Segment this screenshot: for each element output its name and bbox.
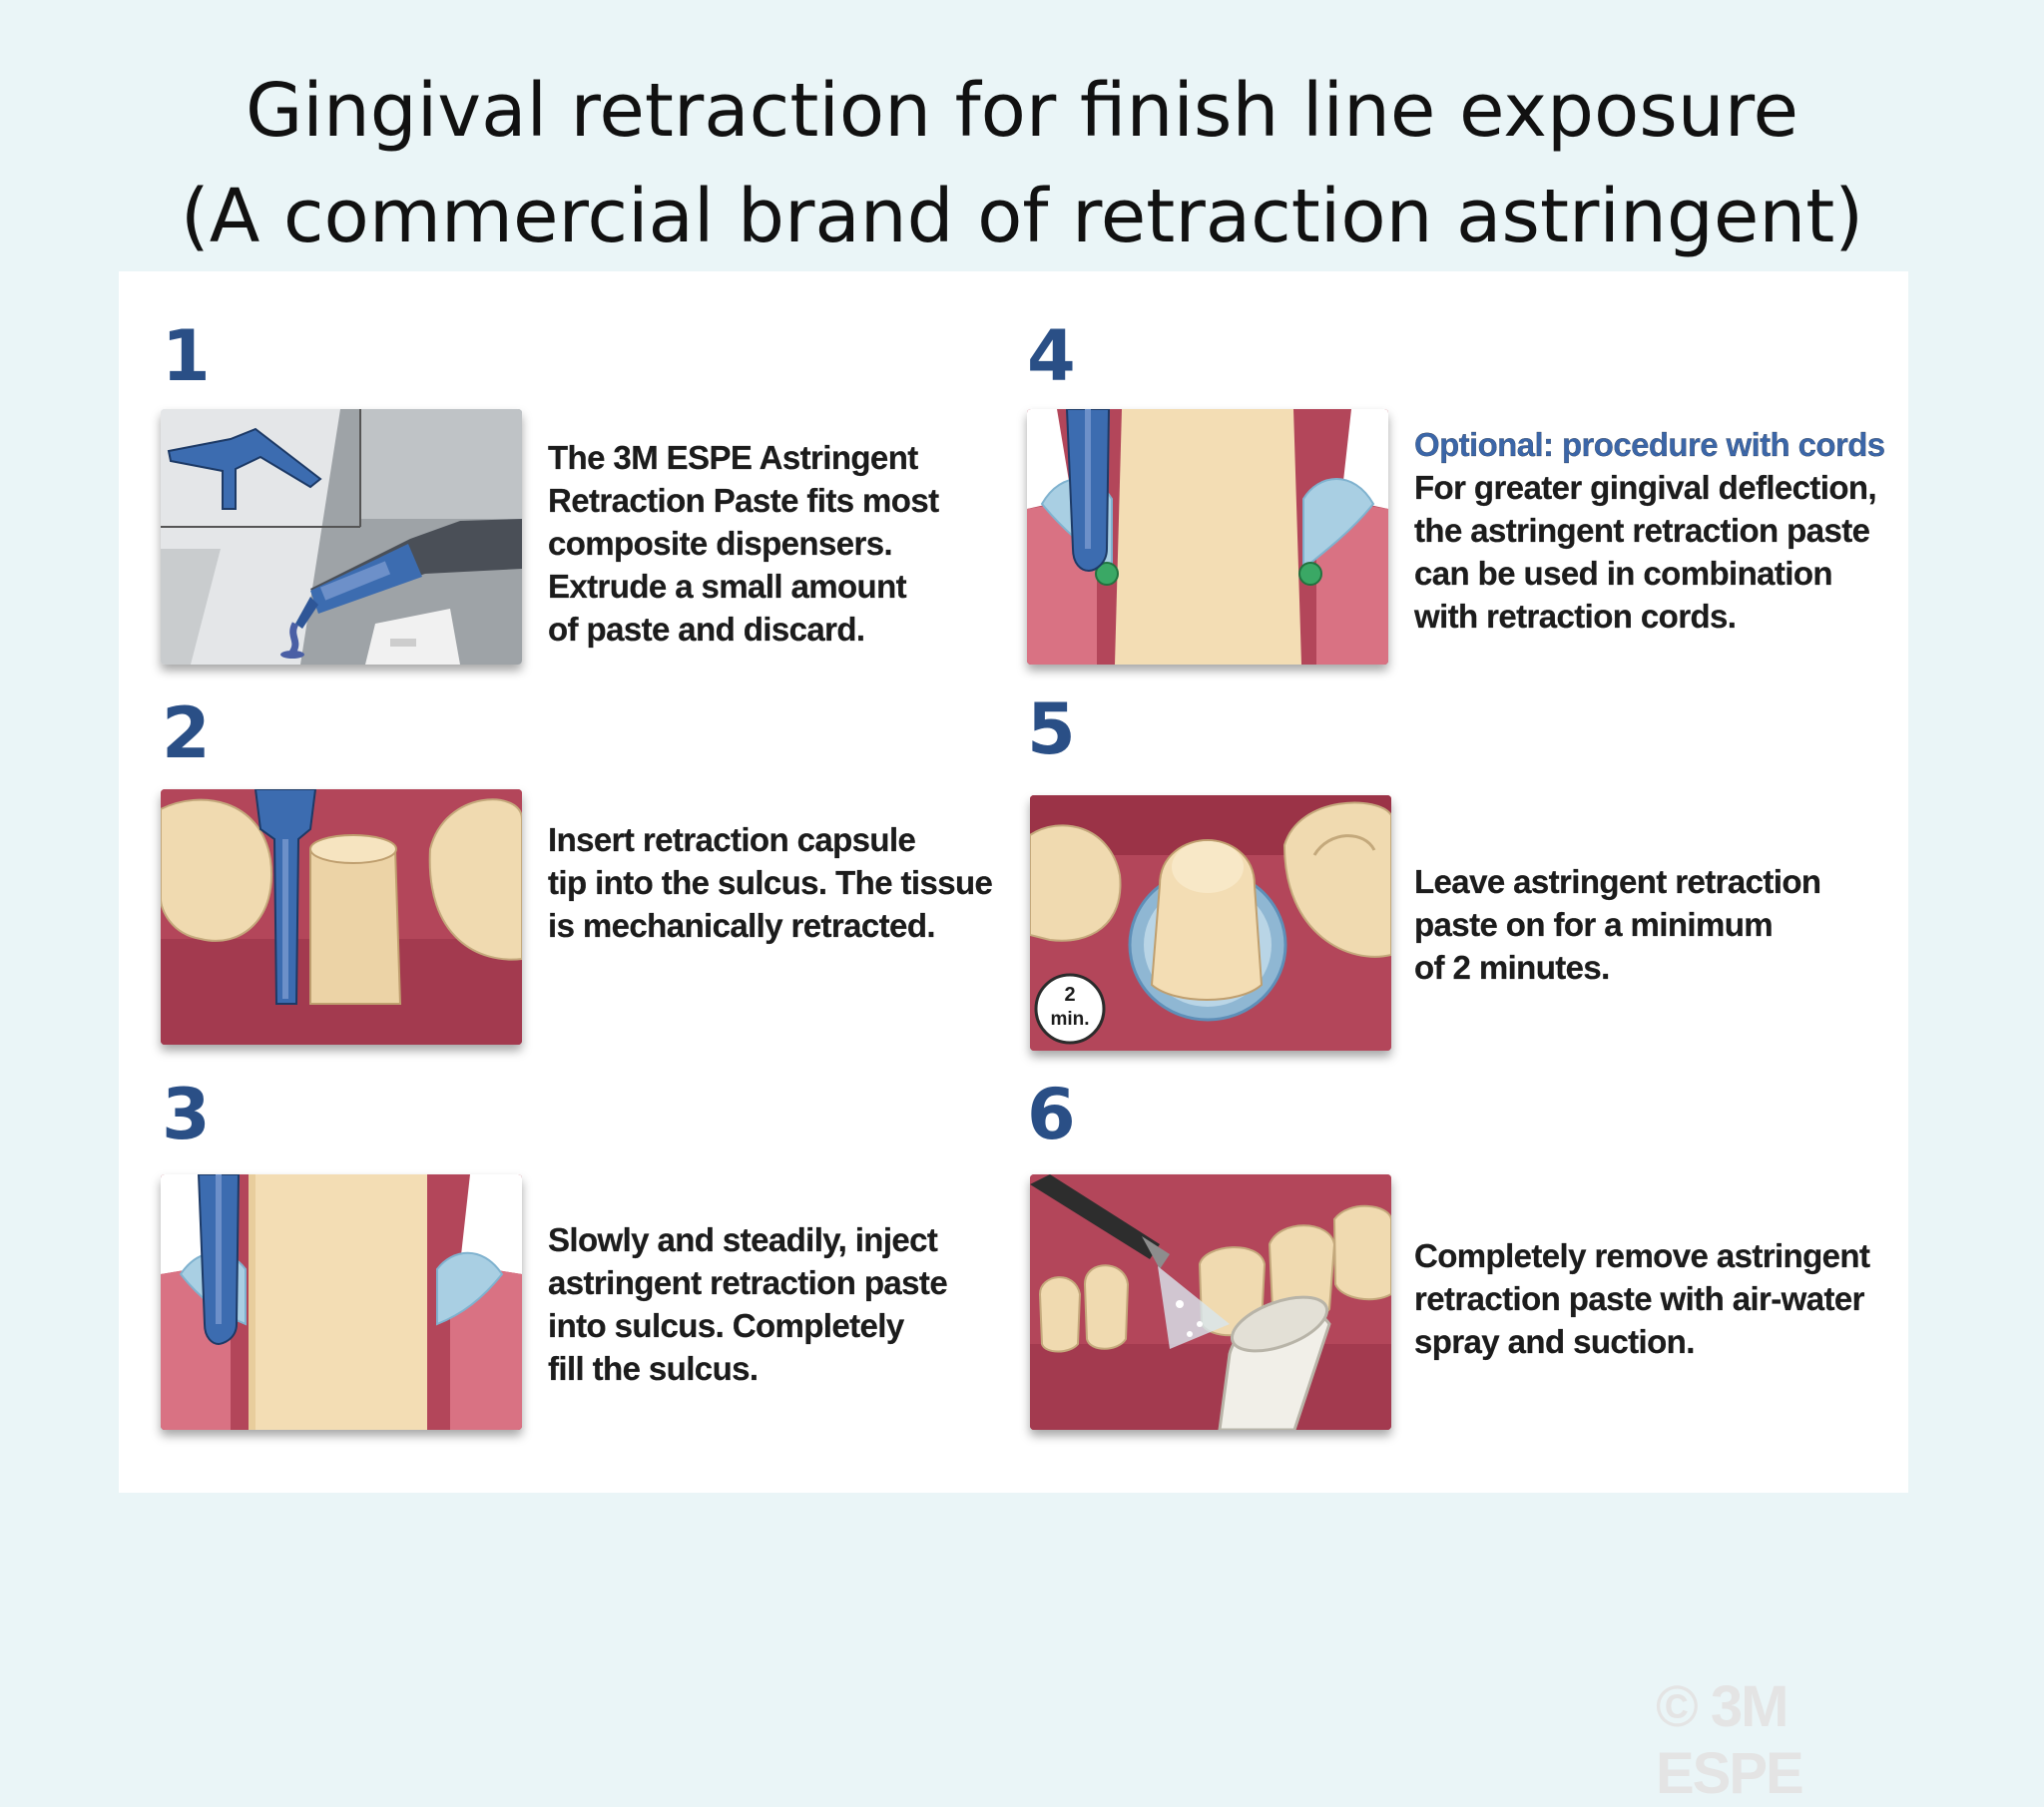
step-4-line-4: with retraction cords. [1414, 598, 1737, 635]
step-6-text: Completely remove astringent retraction … [1414, 1234, 1870, 1363]
step-4-illustration [1027, 409, 1388, 665]
step-3-line-4: fill the sulcus. [548, 1350, 759, 1387]
step-5-illustration: 2 min. [1030, 795, 1391, 1051]
step-4-number: 4 [1027, 315, 1076, 397]
step-2-text: Insert retraction capsule tip into the s… [548, 818, 993, 947]
step-5-line-3: of 2 minutes. [1414, 949, 1611, 986]
brand-watermark: © 3M ESPE [1656, 1674, 1804, 1806]
step-5-text: Leave astringent retraction paste on for… [1414, 860, 1821, 989]
timer-unit: min. [1050, 1009, 1089, 1030]
step-6-line-3: spray and suction. [1414, 1323, 1696, 1360]
step-1-line-2: Retraction Paste fits most [548, 482, 939, 519]
procedure-panel: 1 The 3M ESPE Astringent Retraction Past [119, 271, 1908, 1806]
retraction-cord-icon [1027, 409, 1388, 665]
step-1-illustration [161, 409, 522, 665]
step-3-line-1: Slowly and steadily, inject [548, 1221, 938, 1258]
step-4-line-1: For greater gingival deflection, [1414, 469, 1877, 506]
step-2-illustration [161, 789, 522, 1045]
step-5-line-2: paste on for a minimum [1414, 906, 1774, 943]
waiting-tooth-icon: 2 min. [1030, 795, 1391, 1051]
step-6-line-1: Completely remove astringent [1414, 1237, 1870, 1274]
step-1-line-4: Extrude a small amount [548, 568, 907, 605]
step-6-number: 6 [1027, 1074, 1076, 1155]
step-4-heading: Optional: procedure with cords [1414, 426, 1885, 463]
timer-value: 2 [1064, 984, 1075, 1006]
slide-title: Gingival retraction for finish line expo… [0, 58, 2044, 269]
step-3-illustration [161, 1174, 522, 1430]
step-3-line-2: astringent retraction paste [548, 1264, 948, 1301]
step-6-illustration [1030, 1174, 1391, 1430]
step-2-line-2: tip into the sulcus. The tissue [548, 864, 993, 901]
title-line-1: Gingival retraction for finish line expo… [245, 68, 1799, 154]
timer-icon [1034, 973, 1106, 1045]
step-3-number: 3 [162, 1074, 211, 1155]
step-1-line-5: of paste and discard. [548, 611, 865, 648]
paste-injection-icon [161, 1174, 522, 1430]
step-3-line-3: into sulcus. Completely [548, 1307, 904, 1344]
step-1-line-3: composite dispensers. [548, 525, 893, 562]
step-3-text: Slowly and steadily, inject astringent r… [548, 1218, 948, 1390]
step-2-number: 2 [162, 692, 211, 774]
step-1-number: 1 [162, 315, 211, 397]
dispenser-icon [161, 409, 522, 665]
step-4-text: Optional: procedure with cords For great… [1414, 423, 1885, 638]
step-4-line-3: can be used in combination [1414, 555, 1833, 592]
air-water-spray-icon [1030, 1174, 1391, 1430]
step-1-line-1: The 3M ESPE Astringent [548, 439, 918, 476]
step-1-text: The 3M ESPE Astringent Retraction Paste … [548, 436, 939, 651]
retraction-capsule-icon [161, 789, 522, 1045]
step-6-line-2: retraction paste with air-water [1414, 1280, 1865, 1317]
step-5-line-1: Leave astringent retraction [1414, 863, 1821, 900]
step-5-number: 5 [1027, 688, 1076, 770]
step-2-line-3: is mechanically retracted. [548, 907, 936, 944]
step-2-line-1: Insert retraction capsule [548, 821, 916, 858]
step-4-line-2: the astringent retraction paste [1414, 512, 1870, 549]
title-line-2: (A commercial brand of retraction astrin… [180, 174, 1864, 259]
